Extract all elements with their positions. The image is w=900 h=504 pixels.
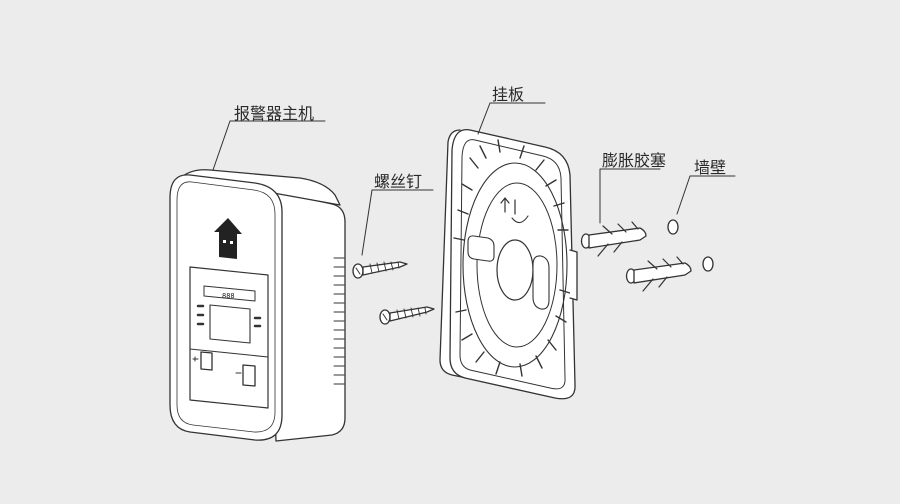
screen-text: 888 [222, 292, 235, 300]
display-panel: 888 [189, 266, 269, 409]
leader-lines [212, 102, 736, 256]
label-mounting-plate: 挂板 [492, 85, 525, 104]
plug-bottom [625, 256, 692, 292]
vent-slots [333, 257, 345, 385]
plug-top [580, 221, 647, 257]
label-alarm-unit: 报警器主机 [234, 104, 315, 123]
label-wall: 墙壁 [694, 158, 727, 177]
screw-bottom [379, 306, 435, 325]
left-button[interactable] [200, 351, 213, 371]
alarm-unit: 888 [169, 169, 346, 442]
label-screw: 螺丝钉 [374, 172, 423, 191]
mounting-plate [439, 129, 578, 400]
screw-top [352, 261, 408, 279]
label-expansion-plug: 膨胀胶塞 [602, 151, 667, 170]
right-button[interactable] [242, 364, 256, 387]
wall-hole-top [667, 219, 679, 235]
house-icon [214, 218, 242, 259]
wall-hole-bottom [702, 256, 714, 272]
plate-ribs [453, 139, 571, 377]
